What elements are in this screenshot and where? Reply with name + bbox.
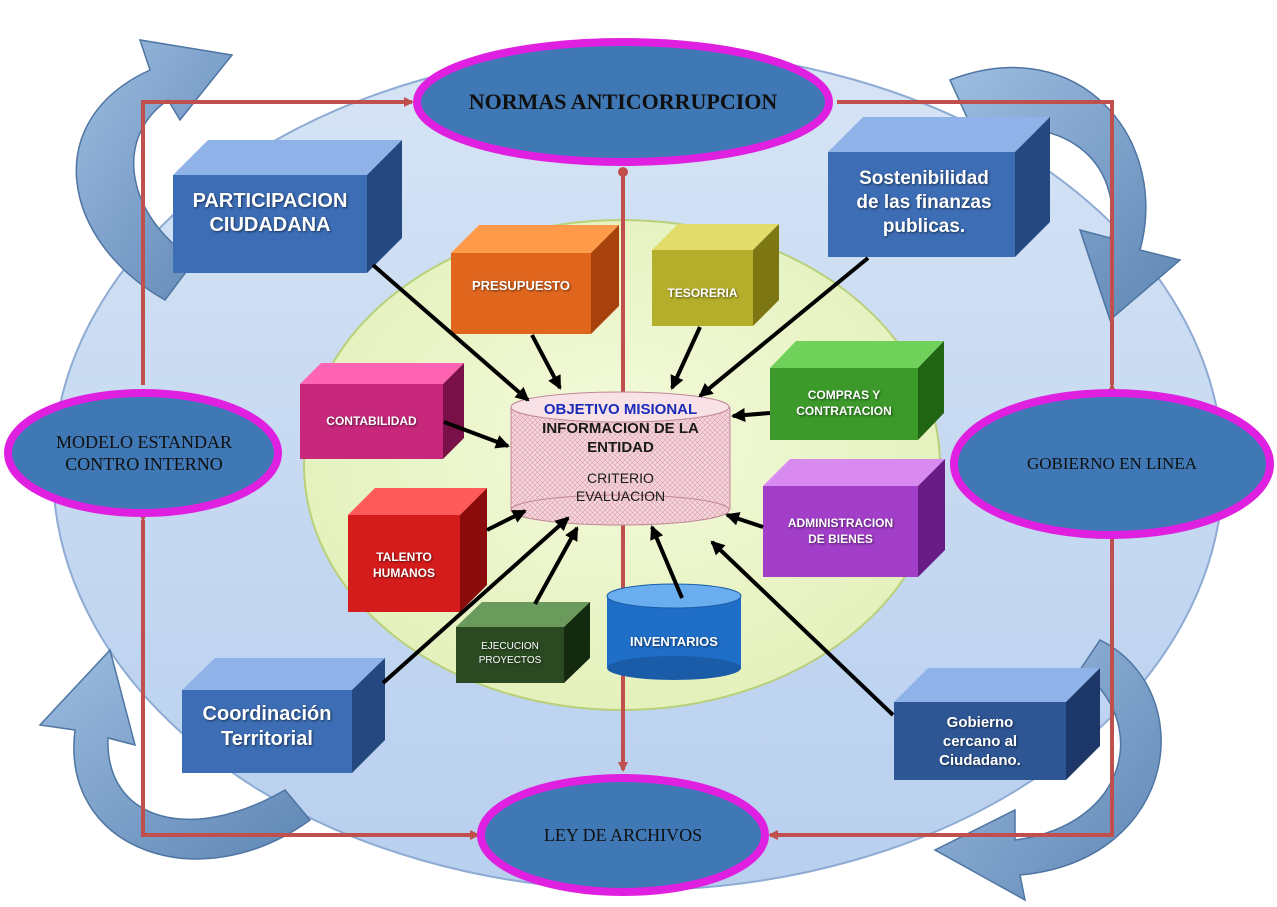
talento-label: TALENTO HUMANOS: [373, 550, 435, 580]
cylinder-inventarios: [606, 583, 742, 680]
box-ejecucion: [456, 602, 590, 683]
node-bottom-ellipse: [477, 774, 769, 896]
ejecucion-label: EJECUCION PROYECTOS: [478, 641, 542, 666]
contabilidad-label: CONTABILIDAD: [326, 414, 417, 428]
node-top-label: NORMAS ANTICORRUPCION: [468, 89, 778, 114]
box-compras: [770, 341, 944, 440]
gobierno-cercano-label: Gobierno cercano al Ciudadano.: [939, 713, 1021, 769]
node-top-ellipse: [413, 38, 833, 166]
center-dot: [618, 167, 628, 177]
black-arrows: [371, 256, 895, 717]
coordinacion-label: Coordinación Territorial: [202, 703, 332, 750]
cycle-arrow-top-right-icon: [948, 67, 1182, 322]
presupuesto-label: PRESUPUESTO: [471, 277, 570, 293]
participacion-label: PARTICIPACION CIUDADANA: [192, 189, 348, 236]
node-left-label: MODELO ESTANDAR CONTRO INTERNO: [55, 432, 233, 474]
tesoreria-label: TESORERIA: [667, 286, 738, 300]
box-coordinacion: [182, 658, 385, 773]
cycle-arrow-top-left-icon: [75, 39, 234, 301]
box-talento: [348, 488, 487, 612]
administracion-label: ADMINISTRACION DE BIENES: [787, 516, 894, 546]
center-title: OBJETIVO MISIONAL: [543, 400, 698, 418]
box-participacion: [173, 140, 402, 273]
box-contabilidad: [300, 363, 464, 459]
box-presupuesto: [451, 225, 619, 334]
box-sostenibilidad: [828, 117, 1050, 257]
box-administracion: [763, 459, 945, 577]
sostenibilidad-label: Sostenibilidad de las finanzas publicas.: [856, 168, 992, 237]
node-left-ellipse: [4, 389, 282, 517]
compras-label: COMPRAS Y CONTRATACION: [796, 388, 892, 418]
center-criterio: CRITERIO EVALUACION: [575, 470, 666, 504]
box-tesoreria: [652, 224, 779, 326]
inventarios-label: INVENTARIOS: [630, 633, 718, 649]
center-info: INFORMACION DE LA ENTIDAD: [542, 420, 699, 456]
node-bottom-label: LEY DE ARCHIVOS: [543, 824, 703, 845]
box-gobierno-cercano: [894, 668, 1100, 780]
node-right-ellipse: [950, 389, 1274, 539]
node-right-label: GOBIERNO EN LINEA: [1027, 454, 1197, 473]
center-cylinder: [510, 391, 731, 526]
